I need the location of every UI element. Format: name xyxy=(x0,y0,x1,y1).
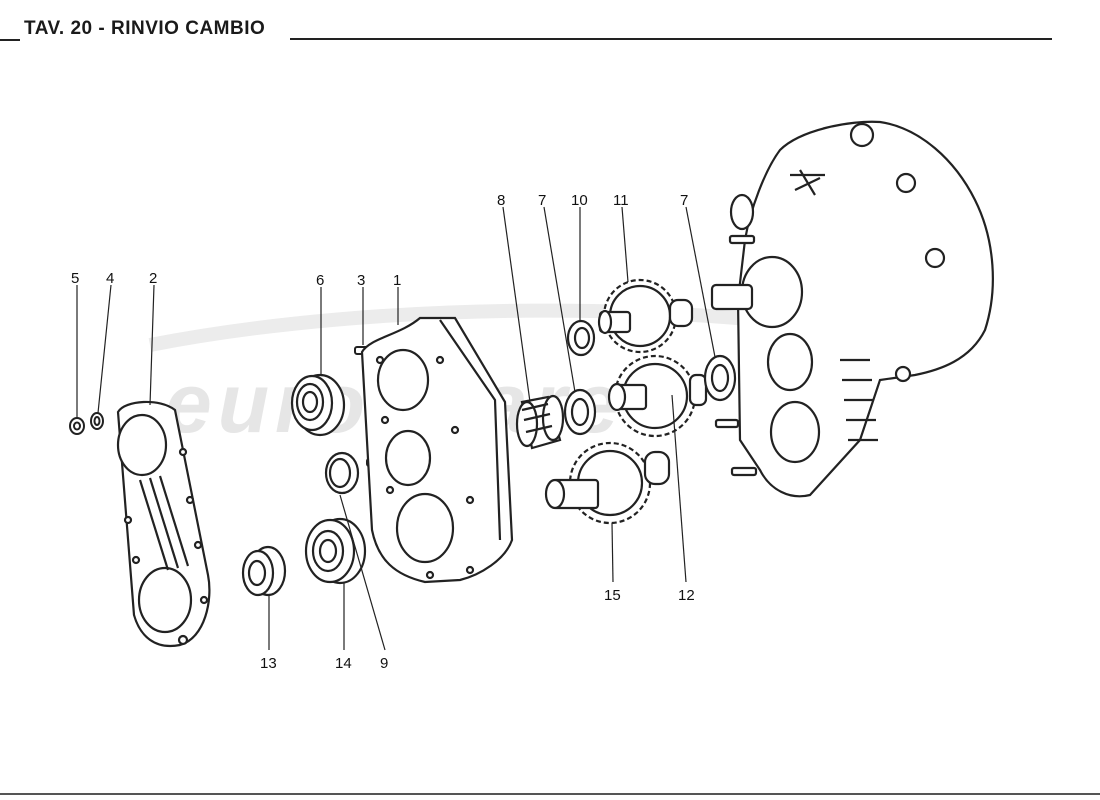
callout-5: 5 xyxy=(71,270,79,287)
part-upper-gear xyxy=(597,278,694,354)
callout-1: 1 xyxy=(393,272,401,289)
page-title: TAV. 20 - RINVIO CAMBIO xyxy=(24,18,266,39)
callout-labels: 5 4 2 6 3 1 8 7 10 11 7 13 14 9 15 12 xyxy=(71,192,695,672)
leader-lines xyxy=(76,206,716,651)
callout-4: 4 xyxy=(106,270,114,287)
callout-13: 13 xyxy=(260,655,277,672)
callout-7: 7 xyxy=(680,192,688,209)
title-rule-right xyxy=(290,38,1052,40)
part-lower-gear xyxy=(544,441,671,525)
callout-3: 3 xyxy=(357,272,365,289)
callout-6: 6 xyxy=(316,272,324,289)
callout-14: 14 xyxy=(335,655,352,672)
callout-12: 12 xyxy=(678,587,695,604)
callout-8: 8 xyxy=(497,192,505,209)
callout-7: 7 xyxy=(538,192,546,209)
part-middle-gear xyxy=(607,354,708,438)
callout-11: 11 xyxy=(613,192,629,209)
callout-9: 9 xyxy=(380,655,388,672)
part-thrust-washer xyxy=(563,388,597,436)
title-rule-left xyxy=(0,39,20,41)
bottom-rule xyxy=(0,793,1100,795)
part-needle-bearing xyxy=(515,394,565,450)
part-seal xyxy=(324,451,360,495)
callout-2: 2 xyxy=(149,270,157,287)
callout-15: 15 xyxy=(604,587,621,604)
part-spacer-ring xyxy=(566,319,596,357)
part-washer xyxy=(90,412,104,430)
callout-10: 10 xyxy=(571,192,588,209)
part-thrust-washer xyxy=(703,354,737,402)
part-bearing xyxy=(290,373,346,437)
part-large-bearing xyxy=(304,517,367,585)
part-roller-race xyxy=(241,545,287,597)
part-gearbox-housing xyxy=(710,120,994,498)
part-housing xyxy=(360,316,514,584)
part-end-cover xyxy=(116,400,211,648)
part-nut xyxy=(69,417,85,435)
